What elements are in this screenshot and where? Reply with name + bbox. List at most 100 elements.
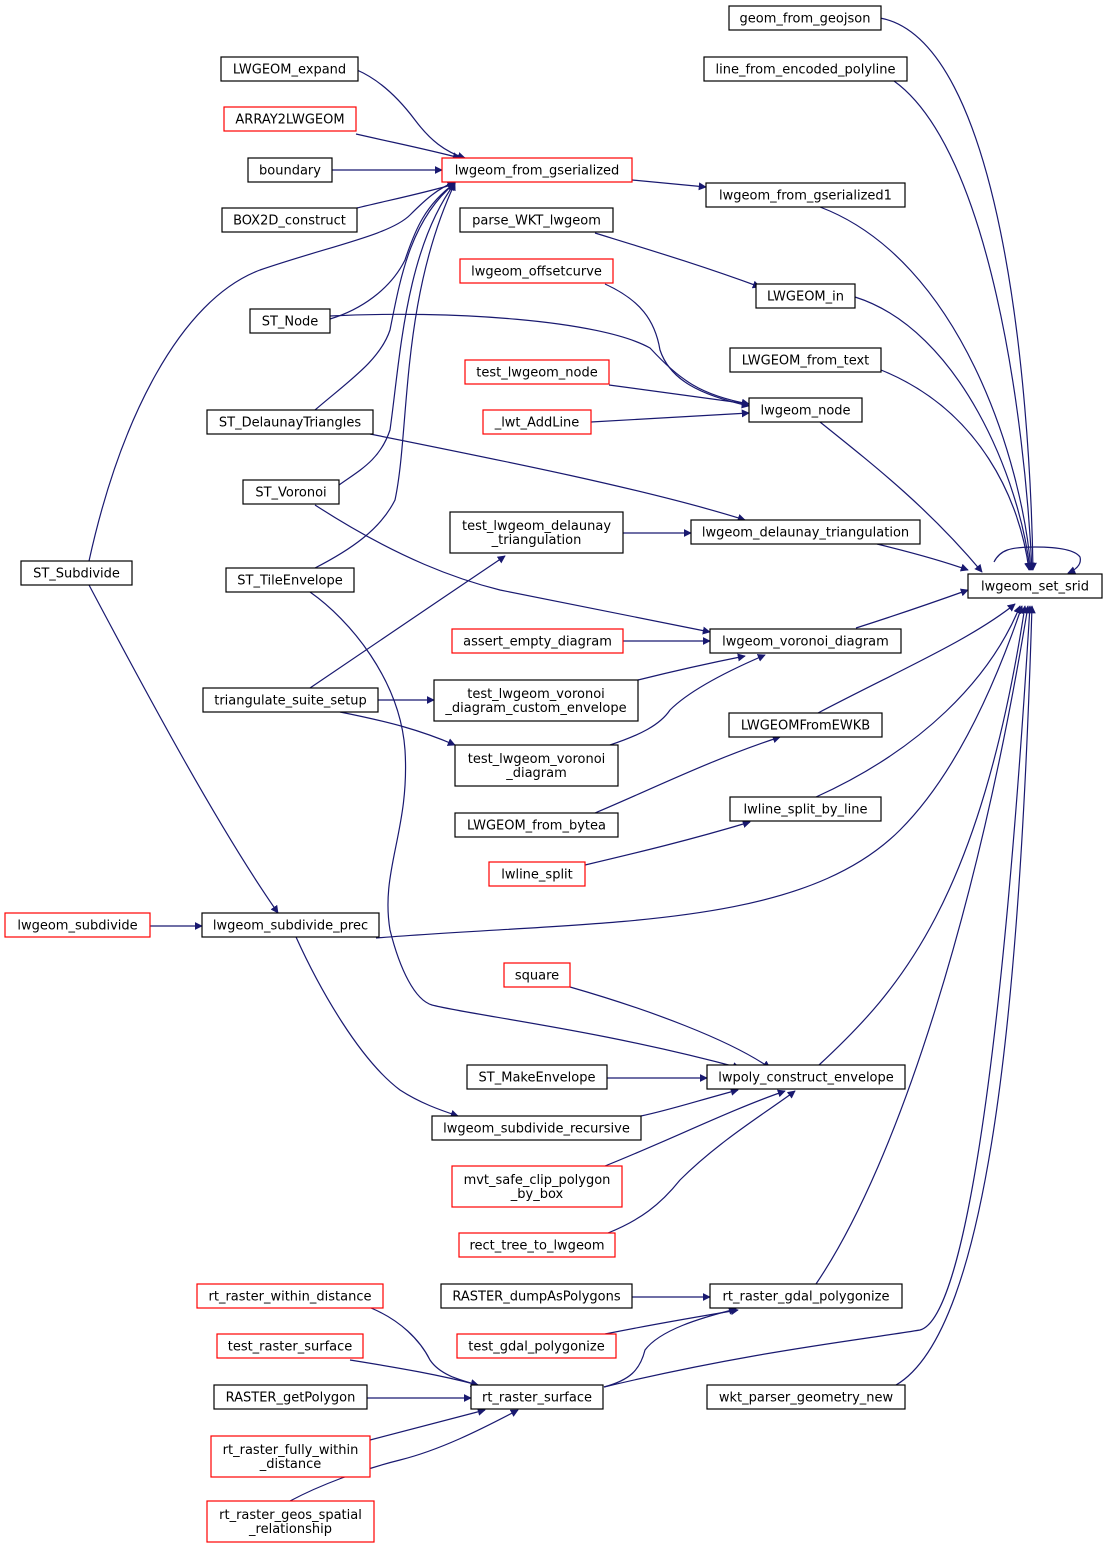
function-node[interactable]: lwline_split bbox=[488, 861, 586, 887]
call-edge bbox=[314, 182, 456, 411]
function-node[interactable]: LWGEOM_in bbox=[755, 283, 856, 309]
node-box bbox=[225, 567, 355, 593]
node-label: LWGEOM_from_bytea bbox=[467, 819, 606, 834]
node-box bbox=[459, 207, 614, 233]
function-node[interactable]: test_lwgeom_node bbox=[464, 359, 610, 385]
function-node[interactable]: _lwt_AddLine bbox=[482, 409, 592, 435]
function-node[interactable]: rt_raster_within_distance bbox=[196, 1283, 384, 1309]
function-node[interactable]: lwgeom_subdivide_recursive bbox=[431, 1115, 642, 1141]
call-edge bbox=[590, 409, 750, 423]
function-node[interactable]: wkt_parser_geometry_new bbox=[706, 1384, 906, 1410]
function-node[interactable]: assert_empty_diagram bbox=[451, 628, 624, 654]
node-label: geom_from_geojson bbox=[740, 12, 871, 27]
function-node[interactable]: ST_Subdivide bbox=[20, 560, 133, 586]
function-node[interactable]: rt_raster_surface bbox=[470, 1384, 604, 1410]
node-label: square bbox=[515, 969, 559, 984]
node-box bbox=[703, 56, 908, 82]
node-box bbox=[213, 1384, 368, 1410]
node-box bbox=[706, 1064, 906, 1090]
node-box bbox=[196, 1283, 384, 1309]
node-box bbox=[482, 409, 592, 435]
function-node[interactable]: rt_raster_gdal_polygonize bbox=[709, 1283, 903, 1309]
function-node[interactable]: boundary bbox=[247, 157, 333, 183]
node-label: test_lwgeom_node bbox=[476, 366, 598, 381]
function-node[interactable]: ST_MakeEnvelope bbox=[466, 1064, 608, 1090]
call-edge bbox=[815, 605, 1021, 798]
function-node[interactable]: lwgeom_node bbox=[748, 397, 863, 423]
call-edge bbox=[854, 296, 1034, 571]
call-edge bbox=[594, 232, 761, 289]
node-label: lwgeom_node bbox=[760, 404, 850, 419]
function-node[interactable]: rect_tree_to_lwgeom bbox=[458, 1232, 616, 1258]
function-node[interactable]: lwgeom_subdivide_prec bbox=[201, 912, 380, 938]
function-node[interactable]: ST_Voronoi bbox=[242, 479, 340, 505]
function-node[interactable]: lwgeom_subdivide bbox=[4, 912, 151, 938]
function-node[interactable]: lwline_split_by_line bbox=[729, 796, 882, 822]
call-edge bbox=[88, 180, 456, 562]
node-label: test_lwgeom_delaunay bbox=[462, 519, 611, 534]
node-label: LWGEOMFromEWKB bbox=[741, 719, 870, 734]
function-node[interactable]: test_gdal_polygonize bbox=[456, 1333, 617, 1359]
function-node[interactable]: lwgeom_offsetcurve bbox=[459, 258, 614, 284]
function-node[interactable]: lwgeom_from_gserialized bbox=[441, 157, 633, 183]
node-box bbox=[433, 679, 639, 722]
function-node[interactable]: LWGEOMFromEWKB bbox=[728, 712, 883, 738]
function-node[interactable]: test_lwgeom_voronoi_diagram_custom_envel… bbox=[433, 679, 639, 722]
node-box bbox=[216, 1333, 364, 1359]
call-edge bbox=[88, 584, 279, 914]
node-box bbox=[20, 560, 133, 586]
node-box bbox=[220, 56, 359, 82]
function-node[interactable]: LWGEOM_from_text bbox=[729, 347, 882, 373]
function-node[interactable]: ST_TileEnvelope bbox=[225, 567, 355, 593]
node-label: test_lwgeom_voronoi bbox=[467, 687, 605, 702]
edges bbox=[88, 17, 1081, 1502]
node-box bbox=[456, 1333, 617, 1359]
node-label: _distance bbox=[259, 1457, 322, 1472]
function-node[interactable]: ST_Node bbox=[249, 308, 331, 334]
node-label: lwline_split bbox=[501, 868, 573, 883]
node-label: test_raster_surface bbox=[228, 1340, 353, 1355]
function-node[interactable]: test_lwgeom_delaunay_triangulation bbox=[449, 511, 624, 554]
function-node[interactable]: LWGEOM_expand bbox=[220, 56, 359, 82]
function-node[interactable]: mvt_safe_clip_polygon_by_box bbox=[451, 1165, 623, 1208]
node-label: _diagram bbox=[505, 766, 567, 781]
node-label: rt_raster_surface bbox=[482, 1391, 592, 1406]
node-label: ST_TileEnvelope bbox=[237, 574, 342, 589]
function-node[interactable]: test_raster_surface bbox=[216, 1333, 364, 1359]
call-edge bbox=[369, 1407, 486, 1441]
node-box bbox=[4, 912, 151, 938]
function-node[interactable]: ST_DelaunayTriangles bbox=[206, 409, 374, 435]
function-node[interactable]: RASTER_dumpAsPolygons bbox=[440, 1283, 633, 1309]
function-node[interactable]: line_from_encoded_polyline bbox=[703, 56, 908, 82]
call-edge bbox=[594, 735, 781, 814]
node-label: RASTER_getPolygon bbox=[226, 1391, 356, 1406]
node-label: rt_raster_geos_spatial bbox=[219, 1508, 362, 1523]
call-edge bbox=[339, 711, 456, 746]
node-box bbox=[221, 207, 358, 233]
function-node[interactable]: square bbox=[503, 962, 571, 988]
function-node[interactable]: lwpoly_construct_envelope bbox=[706, 1064, 906, 1090]
function-node[interactable]: BOX2D_construct bbox=[221, 207, 358, 233]
function-node[interactable]: LWGEOM_from_bytea bbox=[454, 812, 619, 838]
function-node[interactable]: ARRAY2LWGEOM bbox=[223, 106, 357, 132]
call-edge bbox=[309, 591, 741, 1070]
call-edge bbox=[295, 936, 459, 1118]
function-node[interactable]: RASTER_getPolygon bbox=[213, 1384, 368, 1410]
function-node[interactable]: parse_WKT_lwgeom bbox=[459, 207, 614, 233]
call-edge bbox=[329, 313, 750, 407]
function-node[interactable]: lwgeom_delaunay_triangulation bbox=[690, 519, 921, 545]
node-label: lwgeom_subdivide_prec bbox=[213, 919, 368, 934]
function-node: lwgeom_set_srid bbox=[967, 573, 1103, 599]
function-node[interactable]: rt_raster_fully_within_distance bbox=[210, 1435, 371, 1478]
call-edge bbox=[370, 1307, 479, 1387]
function-node[interactable]: triangulate_suite_setup bbox=[202, 687, 379, 713]
function-node[interactable]: rt_raster_geos_spatial_relationship bbox=[206, 1500, 375, 1543]
function-node[interactable]: geom_from_geojson bbox=[728, 5, 882, 31]
node-box bbox=[431, 1115, 642, 1141]
function-node[interactable]: lwgeom_from_gserialized1 bbox=[705, 182, 906, 208]
function-node[interactable]: lwgeom_voronoi_diagram bbox=[709, 628, 902, 654]
function-node[interactable]: test_lwgeom_voronoi_diagram bbox=[454, 744, 619, 787]
node-label: wkt_parser_geometry_new bbox=[719, 1391, 894, 1406]
node-box bbox=[728, 712, 883, 738]
